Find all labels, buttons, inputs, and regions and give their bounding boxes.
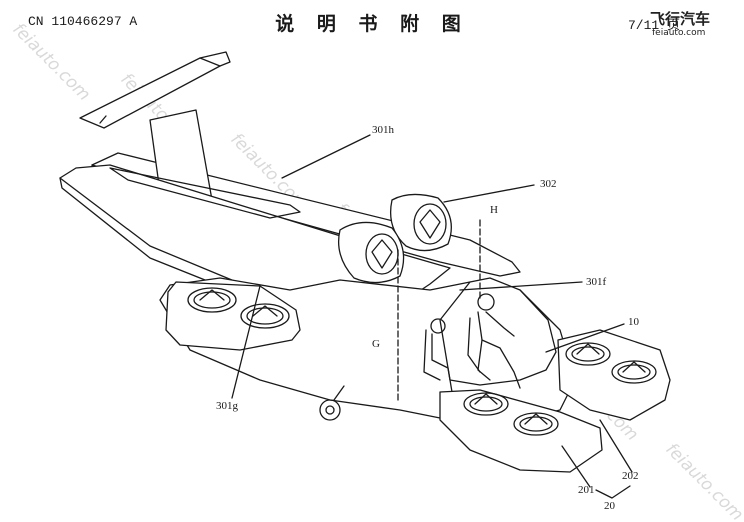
label-g: G	[372, 338, 380, 350]
page-number: 7/11 页	[628, 18, 681, 33]
rotor-duct	[187, 287, 237, 313]
canopy	[439, 277, 557, 386]
leader-202	[599, 419, 633, 473]
leader-301h	[281, 134, 371, 179]
leader-302	[443, 184, 535, 203]
label-h: H	[490, 204, 498, 216]
passenger-figure	[423, 318, 453, 393]
left-rotor-pod	[165, 281, 301, 351]
leader-201	[561, 445, 591, 488]
page-title: 说 明 书 附 图	[275, 13, 469, 35]
label-302: 302	[540, 178, 557, 190]
label-201: 201	[578, 484, 595, 496]
site-logo-url: feiauto.com	[652, 28, 706, 38]
horizontal-stabilizer	[79, 57, 221, 129]
rotor-duct	[513, 412, 559, 436]
landing-gear	[319, 385, 345, 421]
label-202: 202	[622, 470, 639, 482]
leader-20	[595, 485, 631, 499]
leader-10	[545, 323, 625, 353]
site-logo: 飞行汽车	[650, 10, 711, 28]
rotor-duct	[240, 303, 290, 329]
rotor-duct	[611, 360, 657, 384]
pilot-figure	[467, 293, 521, 389]
leader-301f	[459, 281, 583, 291]
leader-301g	[231, 285, 261, 399]
label-301g: 301g	[216, 400, 238, 412]
ducted-fan-front	[337, 221, 405, 284]
wing-slot	[109, 167, 301, 219]
label-301f: 301f	[586, 276, 607, 288]
patent-number: CN 110466297 A	[28, 14, 138, 29]
label-20: 20	[604, 500, 615, 512]
rotor-duct	[463, 392, 509, 416]
right-front-pod	[557, 329, 671, 421]
label-301h: 301h	[372, 124, 394, 136]
rotor-duct	[565, 342, 611, 366]
watermark: feiauto.com	[661, 439, 744, 522]
label-10: 10	[628, 316, 639, 328]
watermark: feiauto.com	[8, 19, 94, 105]
